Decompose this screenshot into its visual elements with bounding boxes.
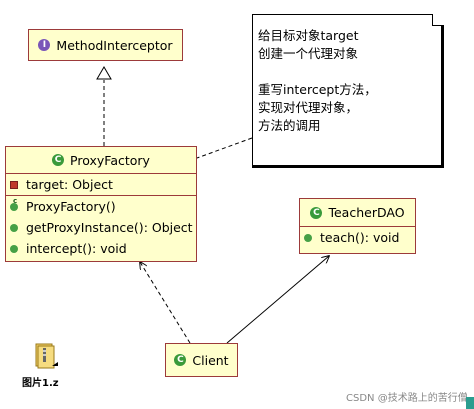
method-row: intercept(): void bbox=[10, 238, 192, 259]
folder-icon[interactable] bbox=[30, 342, 60, 372]
field-text: target: Object bbox=[26, 177, 113, 192]
proxy-factory-methods: c ProxyFactory() getProxyInstance(): Obj… bbox=[6, 195, 196, 259]
class-badge-icon: C bbox=[310, 206, 323, 219]
proxy-factory-box[interactable]: C ProxyFactory target: Object c ProxyFac… bbox=[5, 146, 197, 262]
public-method-icon bbox=[10, 244, 18, 253]
note-line: 实现对代理对象， bbox=[258, 100, 359, 115]
teacher-dao-methods: teach(): void bbox=[300, 226, 415, 248]
method-row: getProxyInstance(): Object bbox=[10, 217, 193, 238]
method-text: getProxyInstance(): Object bbox=[26, 220, 193, 235]
note-line: 创建一个代理对象 bbox=[258, 46, 359, 61]
teacher-dao-name: TeacherDAO bbox=[328, 205, 405, 220]
note-box[interactable]: 给目标对象target 创建一个代理对象 重写intercept方法， 实现对代… bbox=[252, 14, 444, 168]
note-line: 给目标对象target bbox=[258, 28, 359, 43]
public-method-icon bbox=[304, 233, 312, 242]
constructor-icon: c bbox=[10, 197, 18, 211]
class-badge-icon: C bbox=[52, 154, 65, 166]
method-text: teach(): void bbox=[320, 230, 400, 245]
interface-badge-icon: I bbox=[38, 39, 51, 51]
realization-arrowhead bbox=[96, 66, 112, 80]
private-field-icon bbox=[10, 180, 18, 189]
note-line: 重写intercept方法， bbox=[258, 82, 377, 97]
note-fold-icon bbox=[432, 14, 444, 26]
corner-decoration bbox=[466, 397, 474, 409]
field-row: target: Object bbox=[10, 174, 192, 195]
method-interceptor-box[interactable]: I MethodInterceptor bbox=[28, 29, 183, 61]
note-line: 方法的调用 bbox=[258, 118, 321, 133]
dependency-line-proxyfactory bbox=[140, 262, 191, 344]
client-box[interactable]: C Client bbox=[165, 343, 238, 377]
public-method-icon bbox=[10, 223, 18, 232]
method-row: c ProxyFactory() bbox=[10, 196, 192, 217]
proxy-factory-fields: target: Object bbox=[6, 173, 196, 195]
association-line-teacherdao bbox=[226, 256, 329, 344]
folder-label: 图片1.z bbox=[22, 378, 59, 389]
note-line bbox=[258, 63, 435, 81]
method-row: teach(): void bbox=[304, 227, 411, 248]
method-interceptor-name: MethodInterceptor bbox=[56, 37, 173, 53]
client-name: Client bbox=[192, 352, 229, 368]
method-text: intercept(): void bbox=[26, 241, 127, 256]
teacher-dao-box[interactable]: C TeacherDAO teach(): void bbox=[299, 198, 416, 254]
watermark: CSDN @技术路上的苦行僧 bbox=[346, 393, 468, 404]
proxy-factory-name: ProxyFactory bbox=[70, 152, 150, 168]
class-badge-icon: C bbox=[174, 354, 187, 366]
note-anchor-line bbox=[196, 137, 253, 159]
method-text: ProxyFactory() bbox=[26, 199, 116, 214]
